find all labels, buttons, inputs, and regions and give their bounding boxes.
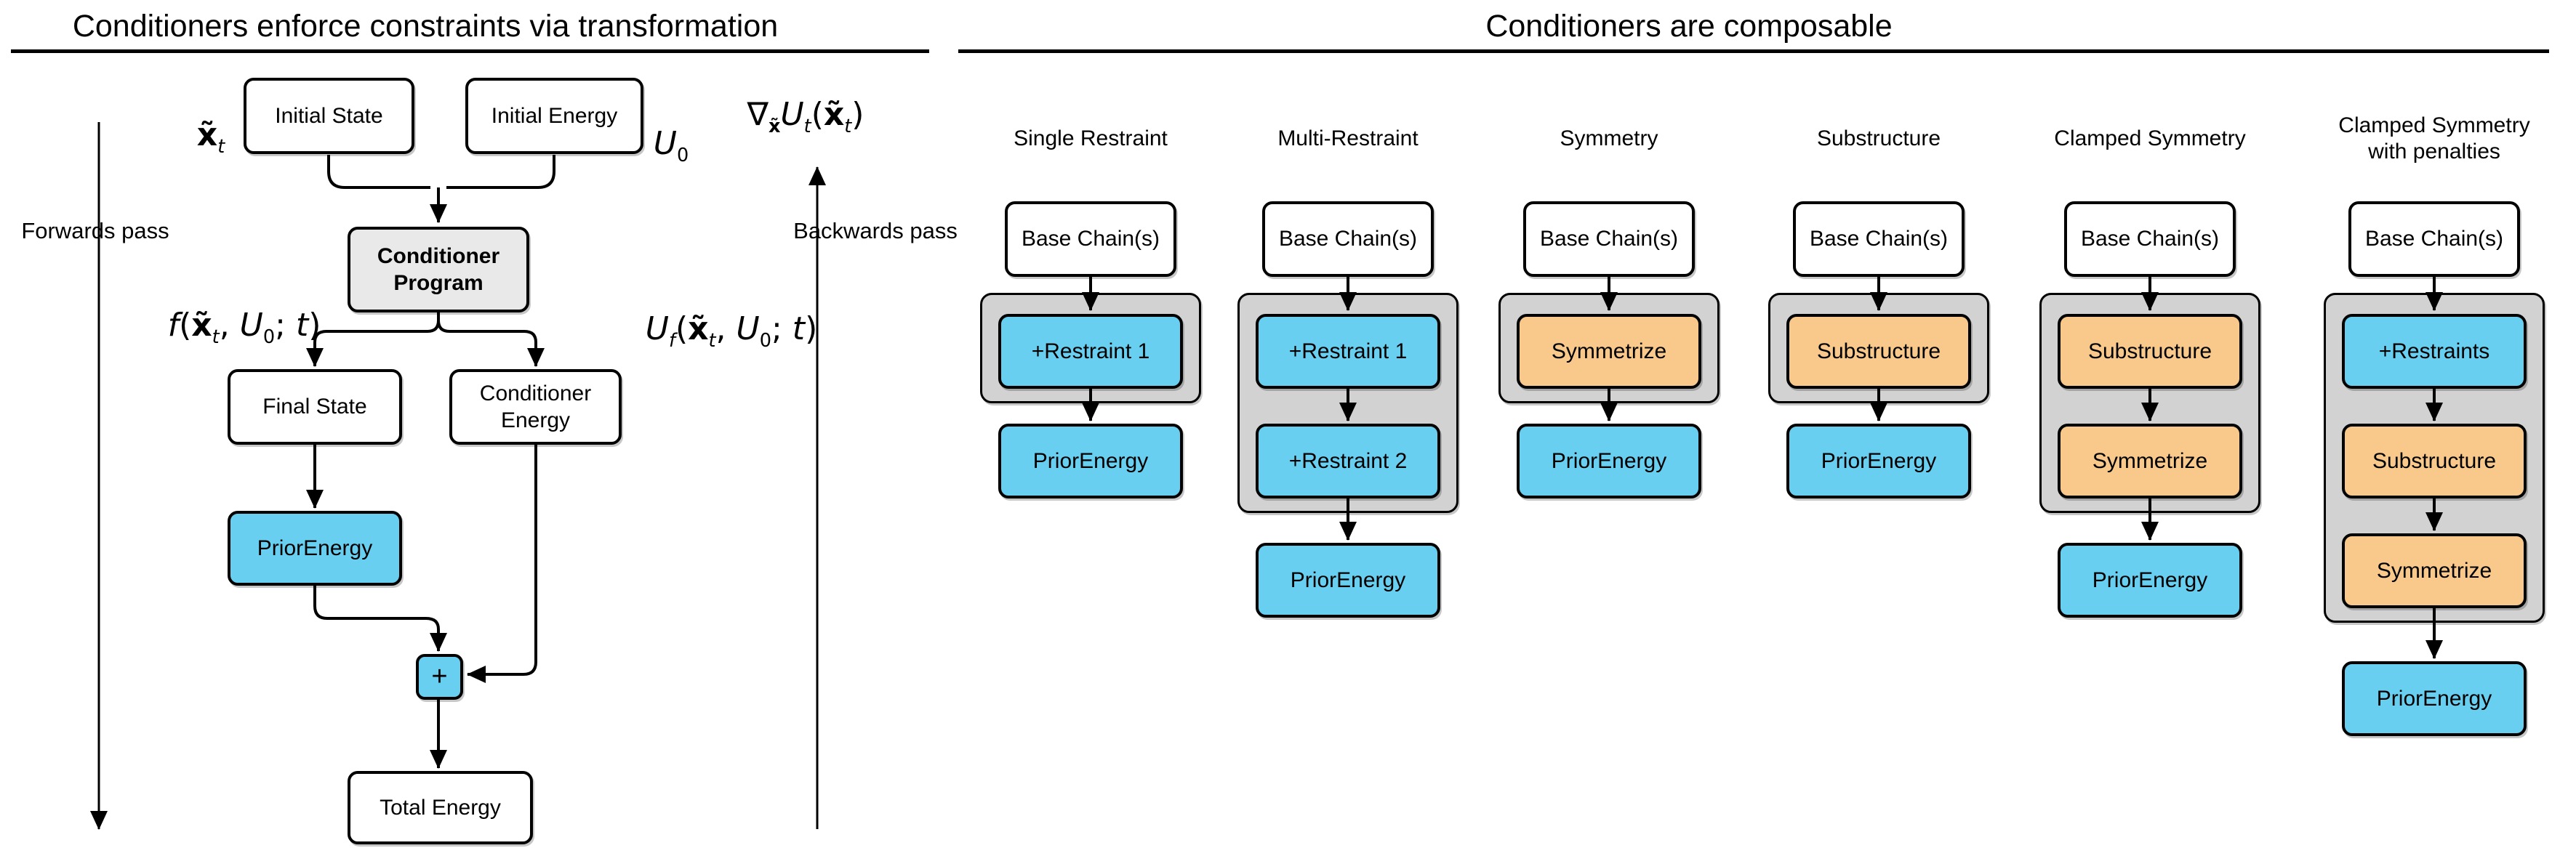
column-header: Symmetry (1560, 126, 1658, 150)
right-panel-rule (958, 49, 2549, 53)
edge-condenergy-plus (467, 445, 537, 683)
prior-energy-box: PriorEnergy (1256, 543, 1440, 618)
total-energy-box: Total Energy (348, 771, 533, 844)
conditioner-box: +Restraint 1 (1256, 314, 1440, 389)
base-chains-box: Base Chain(s) (2348, 201, 2520, 277)
conditioner-box: Substructure (1786, 314, 1971, 389)
conditioner-box: Symmetrize (1517, 314, 1701, 389)
base-chains-box: Base Chain(s) (1793, 201, 1965, 277)
plus-operator-box: + (416, 654, 463, 700)
prior-energy-box: PriorEnergy (2058, 543, 2242, 618)
left-panel-rule (11, 49, 929, 53)
conditioner-box: Symmetrize (2058, 424, 2242, 498)
initial-energy-box: Initial Energy (465, 78, 643, 154)
edge-priorenergy-plus (313, 586, 447, 652)
column-header: Clamped Symmetry with penalties (2338, 113, 2530, 163)
prior-energy-box: PriorEnergy (1786, 424, 1971, 498)
formula-gradient: ∇x̃Ut(x̃t) (747, 96, 864, 137)
conditioner-program-box: Conditioner Program (348, 227, 529, 312)
formula-u0: U0 (653, 125, 689, 166)
backwards-pass-label: Backwards pass (793, 218, 958, 243)
conditioner-box: +Restraint 2 (1256, 424, 1440, 498)
conditioner-box: Symmetrize (2342, 533, 2527, 608)
conditioner-box: Substructure (2342, 424, 2527, 498)
prior-energy-box: PriorEnergy (998, 424, 1183, 498)
conditioner-box: Substructure (2058, 314, 2242, 389)
edge-initialenergy-merge (446, 155, 555, 189)
formula-uf-energy: Uf(x̃t, U0; t) (645, 310, 818, 352)
conditioner-box: +Restraint 1 (998, 314, 1183, 389)
base-chains-box: Base Chain(s) (1005, 201, 1176, 277)
edge-initialstate-merge (327, 155, 430, 189)
column-header: Multi-Restraint (1277, 126, 1419, 150)
conditioner-box: +Restraints (2342, 314, 2527, 389)
edge-program-condenergy (437, 312, 545, 367)
initial-state-box: Initial State (244, 78, 414, 154)
conditioner-energy-box: Conditioner Energy (449, 369, 622, 445)
column-header: Clamped Symmetry (2054, 126, 2246, 150)
column-header: Single Restraint (1014, 126, 1168, 150)
prior-energy-box: PriorEnergy (2342, 661, 2527, 736)
column-header: Substructure (1816, 126, 1941, 150)
prior-energy-box: PriorEnergy (228, 511, 402, 586)
base-chains-box: Base Chain(s) (2064, 201, 2236, 277)
left-panel-title: Conditioners enforce constraints via tra… (72, 9, 779, 44)
prior-energy-box: PriorEnergy (1517, 424, 1701, 498)
forwards-pass-label: Forwards pass (21, 218, 169, 243)
right-panel-title: Conditioners are composable (1485, 9, 1893, 44)
final-state-box: Final State (228, 369, 402, 445)
formula-x-tilde-t: x̃t (196, 116, 225, 158)
base-chains-box: Base Chain(s) (1523, 201, 1695, 277)
formula-f-transform: f(x̃t, U0; t) (167, 307, 321, 348)
base-chains-box: Base Chain(s) (1262, 201, 1434, 277)
